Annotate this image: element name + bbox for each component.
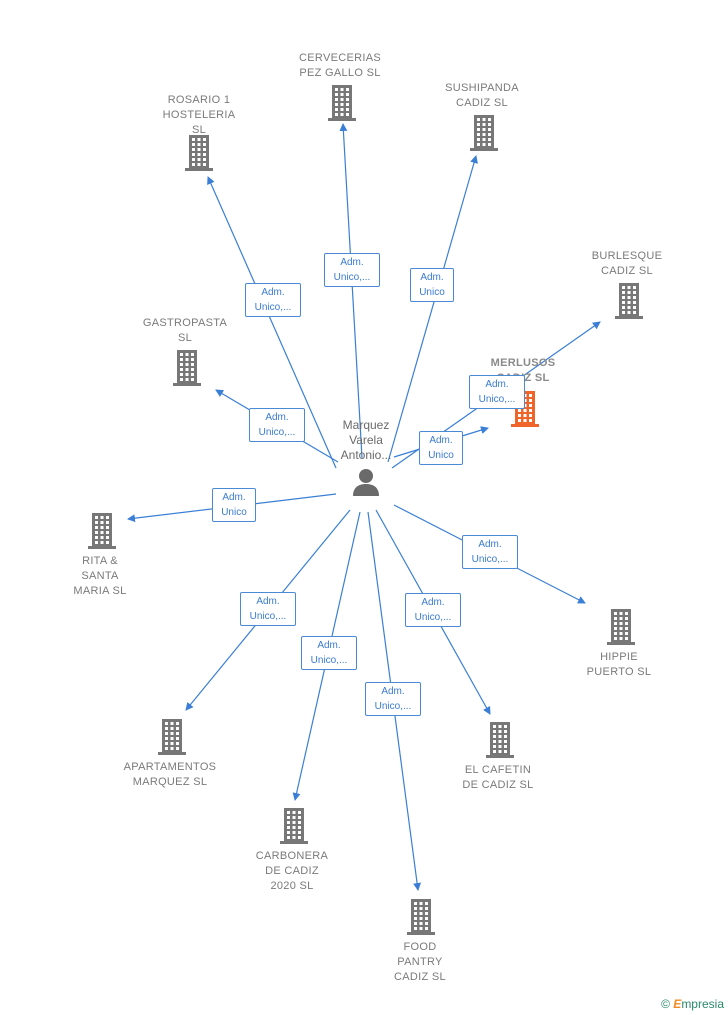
company-node-gastropasta[interactable]	[171, 349, 203, 387]
company-node-sushipanda[interactable]	[468, 114, 500, 152]
role-label-burlesque[interactable]: Adm. Unico,...	[469, 375, 525, 409]
company-label[interactable]: APARTAMENTOS MARQUEZ SL	[123, 761, 217, 788]
company-label-wrap-hippie: HIPPIE PUERTO SL	[554, 650, 684, 680]
company-label-wrap-apartamentos: APARTAMENTOS MARQUEZ SL	[105, 760, 235, 790]
company-node-elcafetin[interactable]	[484, 721, 516, 759]
building-icon	[470, 115, 498, 151]
company-label-wrap-carbonera: CARBONERA DE CADIZ 2020 SL	[227, 849, 357, 894]
role-label-rosario[interactable]: Adm. Unico,...	[245, 283, 301, 317]
brand-e: E	[673, 997, 682, 1011]
company-label[interactable]: FOOD PANTRY CADIZ SL	[394, 941, 446, 983]
role-label-gastropasta[interactable]: Adm. Unico,...	[249, 408, 305, 442]
company-label[interactable]: GASTROPASTA SL	[142, 317, 228, 344]
company-label[interactable]: RITA & SANTA MARIA SL	[73, 555, 127, 597]
company-label-wrap-burlesque: BURLESQUE CADIZ SL	[562, 249, 692, 279]
company-label[interactable]: EL CAFETIN DE CADIZ SL	[462, 764, 534, 791]
company-label[interactable]: ROSARIO 1 HOSTELERIA SL	[162, 94, 236, 136]
building-icon	[607, 609, 635, 645]
person-icon	[353, 469, 379, 496]
company-label-wrap-elcafetin: EL CAFETIN DE CADIZ SL	[433, 763, 563, 793]
role-label-sushipanda[interactable]: Adm. Unico	[410, 268, 454, 302]
role-label-hippie[interactable]: Adm. Unico,...	[462, 535, 518, 569]
building-icon	[280, 808, 308, 844]
person-node[interactable]: Marquez Varela Antonio...	[318, 418, 414, 497]
company-node-rita[interactable]	[86, 512, 118, 550]
company-node-carbonera[interactable]	[278, 807, 310, 845]
brand-name: mpresia	[681, 997, 724, 1011]
building-icon	[173, 350, 201, 386]
role-label-elcafetin[interactable]: Adm. Unico,...	[405, 593, 461, 627]
edge-cervecerias	[339, 123, 363, 459]
company-node-cervecerias[interactable]	[326, 84, 358, 122]
company-label-wrap-foodpantry: FOOD PANTRY CADIZ SL	[355, 940, 485, 985]
building-icon	[328, 85, 356, 121]
person-name: Marquez Varela Antonio...	[340, 418, 392, 462]
edge-rosario	[207, 176, 337, 469]
company-label[interactable]: CARBONERA DE CADIZ 2020 SL	[255, 850, 329, 892]
company-label-wrap-rita: RITA & SANTA MARIA SL	[35, 554, 165, 599]
building-icon	[185, 135, 213, 171]
role-label-merlusos[interactable]: Adm. Unico	[419, 431, 463, 465]
company-label-wrap-gastropasta: GASTROPASTA SL	[120, 316, 250, 346]
company-label-wrap-rosario: ROSARIO 1 HOSTELERIA SL	[134, 93, 264, 138]
company-node-hippie[interactable]	[605, 608, 637, 646]
company-label[interactable]: SUSHIPANDA CADIZ SL	[445, 82, 519, 109]
building-icon	[158, 719, 186, 755]
edge-sushipanda	[387, 155, 478, 463]
role-label-apartamentos[interactable]: Adm. Unico,...	[240, 592, 296, 626]
company-node-rosario[interactable]	[183, 134, 215, 172]
building-icon	[88, 513, 116, 549]
brand-logo: © Empresia	[661, 997, 724, 1011]
role-label-foodpantry[interactable]: Adm. Unico,...	[365, 682, 421, 716]
company-node-foodpantry[interactable]	[405, 898, 437, 936]
copyright-symbol: ©	[661, 997, 670, 1011]
building-icon	[407, 899, 435, 935]
company-label-wrap-sushipanda: SUSHIPANDA CADIZ SL	[417, 81, 547, 111]
role-label-cervecerias[interactable]: Adm. Unico,...	[324, 253, 380, 287]
company-label-wrap-cervecerias: CERVECERIAS PEZ GALLO SL	[275, 51, 405, 81]
company-label[interactable]: BURLESQUE CADIZ SL	[591, 250, 663, 277]
role-label-carbonera[interactable]: Adm. Unico,...	[301, 636, 357, 670]
building-icon	[486, 722, 514, 758]
company-label[interactable]: HIPPIE PUERTO SL	[586, 651, 652, 678]
company-label[interactable]: CERVECERIAS PEZ GALLO SL	[299, 52, 381, 79]
company-node-apartamentos[interactable]	[156, 718, 188, 756]
role-label-rita[interactable]: Adm. Unico	[212, 488, 256, 522]
building-icon	[615, 283, 643, 319]
company-node-burlesque[interactable]	[613, 282, 645, 320]
